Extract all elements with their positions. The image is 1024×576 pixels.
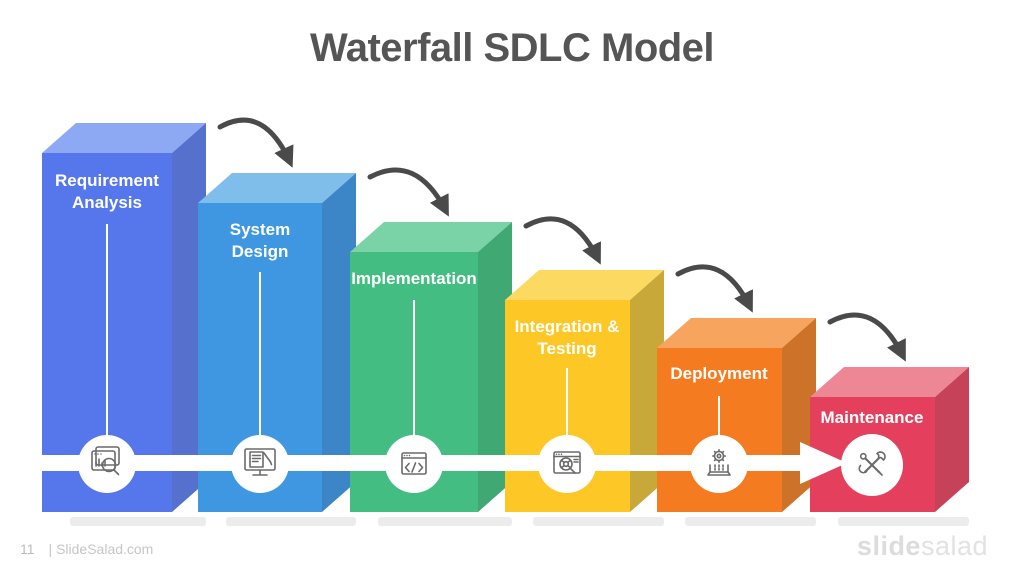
stage-label-1: Requirement Analysis: [55, 171, 159, 212]
brand-logo-primary: slide: [856, 531, 921, 561]
flow-arrow-3-4: [523, 216, 601, 265]
footer-page-number: 11: [20, 541, 35, 557]
analysis-icon: [91, 446, 120, 476]
page-title: Waterfall SDLC Model: [309, 26, 715, 70]
stage-label-3: Implementation: [351, 269, 477, 288]
bar-top-face: [505, 270, 664, 300]
bar-side-face: [478, 222, 512, 512]
deployment-laptop-gear-icon: [707, 449, 731, 476]
flow-arrow-4-5: [675, 264, 753, 313]
label-connector-lines: [106, 224, 720, 437]
brand-logo: slidesalad: [857, 531, 988, 562]
stage-label-4: Integration & Testing: [514, 317, 620, 358]
bar-top-face: [350, 222, 512, 252]
bar-side-face: [172, 123, 206, 512]
bar-side-face: [935, 367, 969, 512]
testing-bug-magnifier-icon: [553, 451, 581, 474]
stage-label-6: Maintenance: [820, 408, 924, 427]
system-design-icon: [244, 448, 276, 476]
bar-top-face: [42, 123, 206, 153]
brand-logo-secondary: salad: [920, 531, 988, 561]
flow-arrow-1-2: [217, 117, 294, 168]
bar-top-face: [810, 367, 969, 397]
footer: 11 | SlideSalad.com: [20, 541, 153, 557]
stage-label-2: System Design: [229, 220, 291, 261]
bar-side-face: [322, 173, 356, 512]
flow-arrow-5-6: [827, 312, 906, 362]
flow-arrow-2-3: [367, 167, 449, 217]
footer-source: | SlideSalad.com: [48, 541, 154, 557]
maintenance-tools-icon: [858, 451, 886, 476]
process-arrowhead: [800, 442, 847, 484]
implementation-code-icon: [401, 452, 427, 475]
bar-shadows: [70, 517, 969, 526]
stage-label-5: Deployment: [670, 364, 768, 383]
bar-top-face: [657, 318, 816, 348]
bar-side-face: [630, 270, 664, 512]
flow-arrows: [217, 117, 906, 362]
bar-top-face: [198, 173, 356, 203]
